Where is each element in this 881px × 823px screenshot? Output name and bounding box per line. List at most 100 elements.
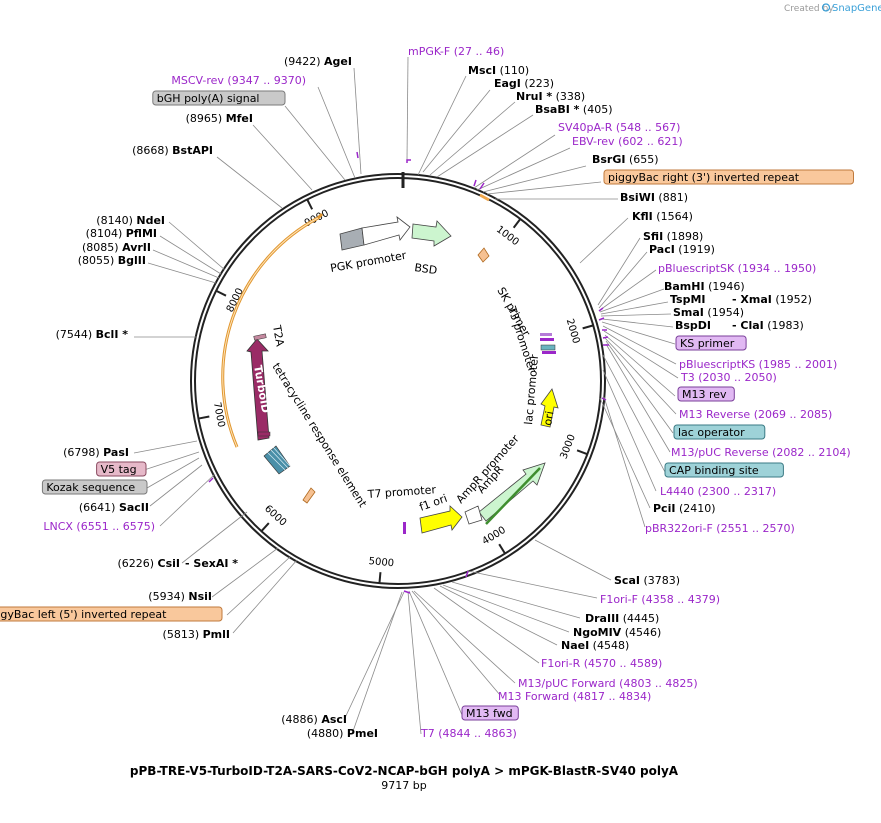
feature-box-label: V5 tag xyxy=(96,461,147,477)
site-name: BamHI xyxy=(664,280,705,293)
v5-box xyxy=(257,431,271,437)
site-name: SacII xyxy=(119,501,149,514)
site-text: (9422) AgeI xyxy=(284,55,352,68)
site-position: (8140) xyxy=(96,214,136,227)
site-text: pBR322ori-F (2551 .. 2570) xyxy=(645,522,795,535)
site-position: (4886) xyxy=(281,713,321,726)
tick-label: 1000 xyxy=(494,224,521,248)
enzyme-label: (4886) AscI xyxy=(281,713,347,726)
primer-label: T3 (2030 .. 2050) xyxy=(680,371,777,384)
credit-brand: SnapGene xyxy=(832,3,881,14)
bsd-label: BSD xyxy=(414,261,438,277)
site-name: mPGK-F xyxy=(408,45,450,58)
site-position: (1954) xyxy=(704,306,744,319)
enzyme-label: ScaI (3783) xyxy=(614,574,680,587)
feature-box-text: Kozak sequence xyxy=(46,481,135,494)
site-text: M13/pUC Reverse (2082 .. 2104) xyxy=(671,446,851,459)
site-position: (881) xyxy=(655,191,688,204)
tre-label: tetracycline response element xyxy=(269,361,369,510)
plasmid-length: 9717 bp xyxy=(381,779,426,792)
orange-element-1 xyxy=(477,247,490,263)
site-position: (6641) xyxy=(79,501,119,514)
site-name: - XmaI xyxy=(732,293,772,306)
site-name: F1ori-F xyxy=(600,593,638,606)
feature-box-text: V5 tag xyxy=(101,463,137,476)
backbone-outer xyxy=(190,173,606,589)
site-name: SV40pA-R xyxy=(558,121,613,134)
site-position: (1946) xyxy=(705,280,745,293)
site-name: M13/pUC Forward xyxy=(518,677,616,690)
site-text: (5934) NsiI xyxy=(148,590,212,603)
t2a-box xyxy=(253,333,267,341)
primer-label: T7 (4844 .. 4863) xyxy=(420,727,517,740)
feature-box-text: bGH poly(A) signal xyxy=(157,92,260,105)
site-position: (4445) xyxy=(619,612,659,625)
site-text: SfiI (1898) xyxy=(643,230,703,243)
tick-label: 2000 xyxy=(564,318,582,345)
enzyme-label: TspMI xyxy=(670,293,706,306)
feature-box xyxy=(96,461,147,477)
site-position: (5813) xyxy=(163,628,203,641)
tick-label: 7000 xyxy=(211,401,227,428)
enzyme-label: NaeI (4548) xyxy=(561,639,629,652)
tick-line xyxy=(498,543,506,555)
site-text: M13 Forward (4817 .. 4834) xyxy=(498,690,651,703)
site-text: (8055) BglII xyxy=(78,254,146,267)
site-name: CsiI xyxy=(158,557,180,570)
enzyme-label: (9422) AgeI xyxy=(284,55,352,68)
feature-box-label: KS primer xyxy=(675,335,747,351)
orange-element-2 xyxy=(302,487,316,504)
site-name: TspMI xyxy=(670,293,706,306)
site-name: MscI xyxy=(468,64,496,77)
tick-label: 4000 xyxy=(480,525,507,548)
site-position: (1985 .. 2001) xyxy=(755,358,837,371)
t7-promoter-label: T7 promoter xyxy=(366,483,436,501)
site-position: (8668) xyxy=(132,144,172,157)
enzyme-label: MscI (110) xyxy=(468,64,529,77)
site-text: EagI (223) xyxy=(494,77,554,90)
feature-box xyxy=(152,90,286,106)
enzyme-label: EagI (223) xyxy=(494,77,554,90)
site-name: pBluescriptSK xyxy=(658,262,735,275)
site-name: PflMI xyxy=(126,227,157,240)
site-text: M13 Reverse (2069 .. 2085) xyxy=(679,408,832,421)
site-position: (8104) xyxy=(86,227,126,240)
enzyme-label: (8965) MfeI xyxy=(186,112,253,125)
feature-box-text: piggyBac right (3') inverted repeat xyxy=(608,171,800,184)
site-name: PciI xyxy=(653,502,675,515)
site-position: (6551 .. 6575) xyxy=(73,520,155,533)
site-text: KflI (1564) xyxy=(632,210,693,223)
site-position: (1898) xyxy=(663,230,703,243)
enzyme-label: (8140) NdeI xyxy=(96,214,165,227)
feature-box-text: M13 rev xyxy=(682,388,727,401)
feature-box-label: M13 fwd xyxy=(461,705,519,721)
site-position: (655) xyxy=(625,153,658,166)
f1-ori-arrow xyxy=(419,505,463,534)
site-position: (4548) xyxy=(589,639,629,652)
tick-label: 5000 xyxy=(368,556,394,569)
ori-arrow xyxy=(540,388,559,428)
enzyme-label: (5813) PmlI xyxy=(163,628,230,641)
leader-lines xyxy=(133,56,679,735)
site-name: BsaBI * xyxy=(535,103,580,116)
site-position: (2069 .. 2085) xyxy=(750,408,832,421)
enzyme-label: (8055) BglII xyxy=(78,254,146,267)
site-position: (8055) xyxy=(78,254,118,267)
site-text: (8965) MfeI xyxy=(186,112,253,125)
site-position: (6798) xyxy=(63,446,103,459)
t7-promoter-mark xyxy=(403,522,406,534)
site-text: - ClaI (1983) xyxy=(732,319,804,332)
enzyme-label: NgoMIV (4546) xyxy=(573,626,661,639)
site-name: NaeI xyxy=(561,639,589,652)
site-name: BglII xyxy=(118,254,146,267)
site-text: NruI * (338) xyxy=(516,90,585,103)
primer-label: EBV-rev (602 .. 621) xyxy=(572,135,683,148)
site-text: T3 (2030 .. 2050) xyxy=(680,371,777,384)
t2a-label: T2A xyxy=(270,323,287,348)
site-text: - SexAI * xyxy=(185,557,238,570)
site-name: AvrII xyxy=(122,241,151,254)
enzyme-label: PacI (1919) xyxy=(649,243,715,256)
site-position: (9422) xyxy=(284,55,324,68)
site-name: NsiI xyxy=(188,590,212,603)
site-name: LNCX xyxy=(43,520,73,533)
